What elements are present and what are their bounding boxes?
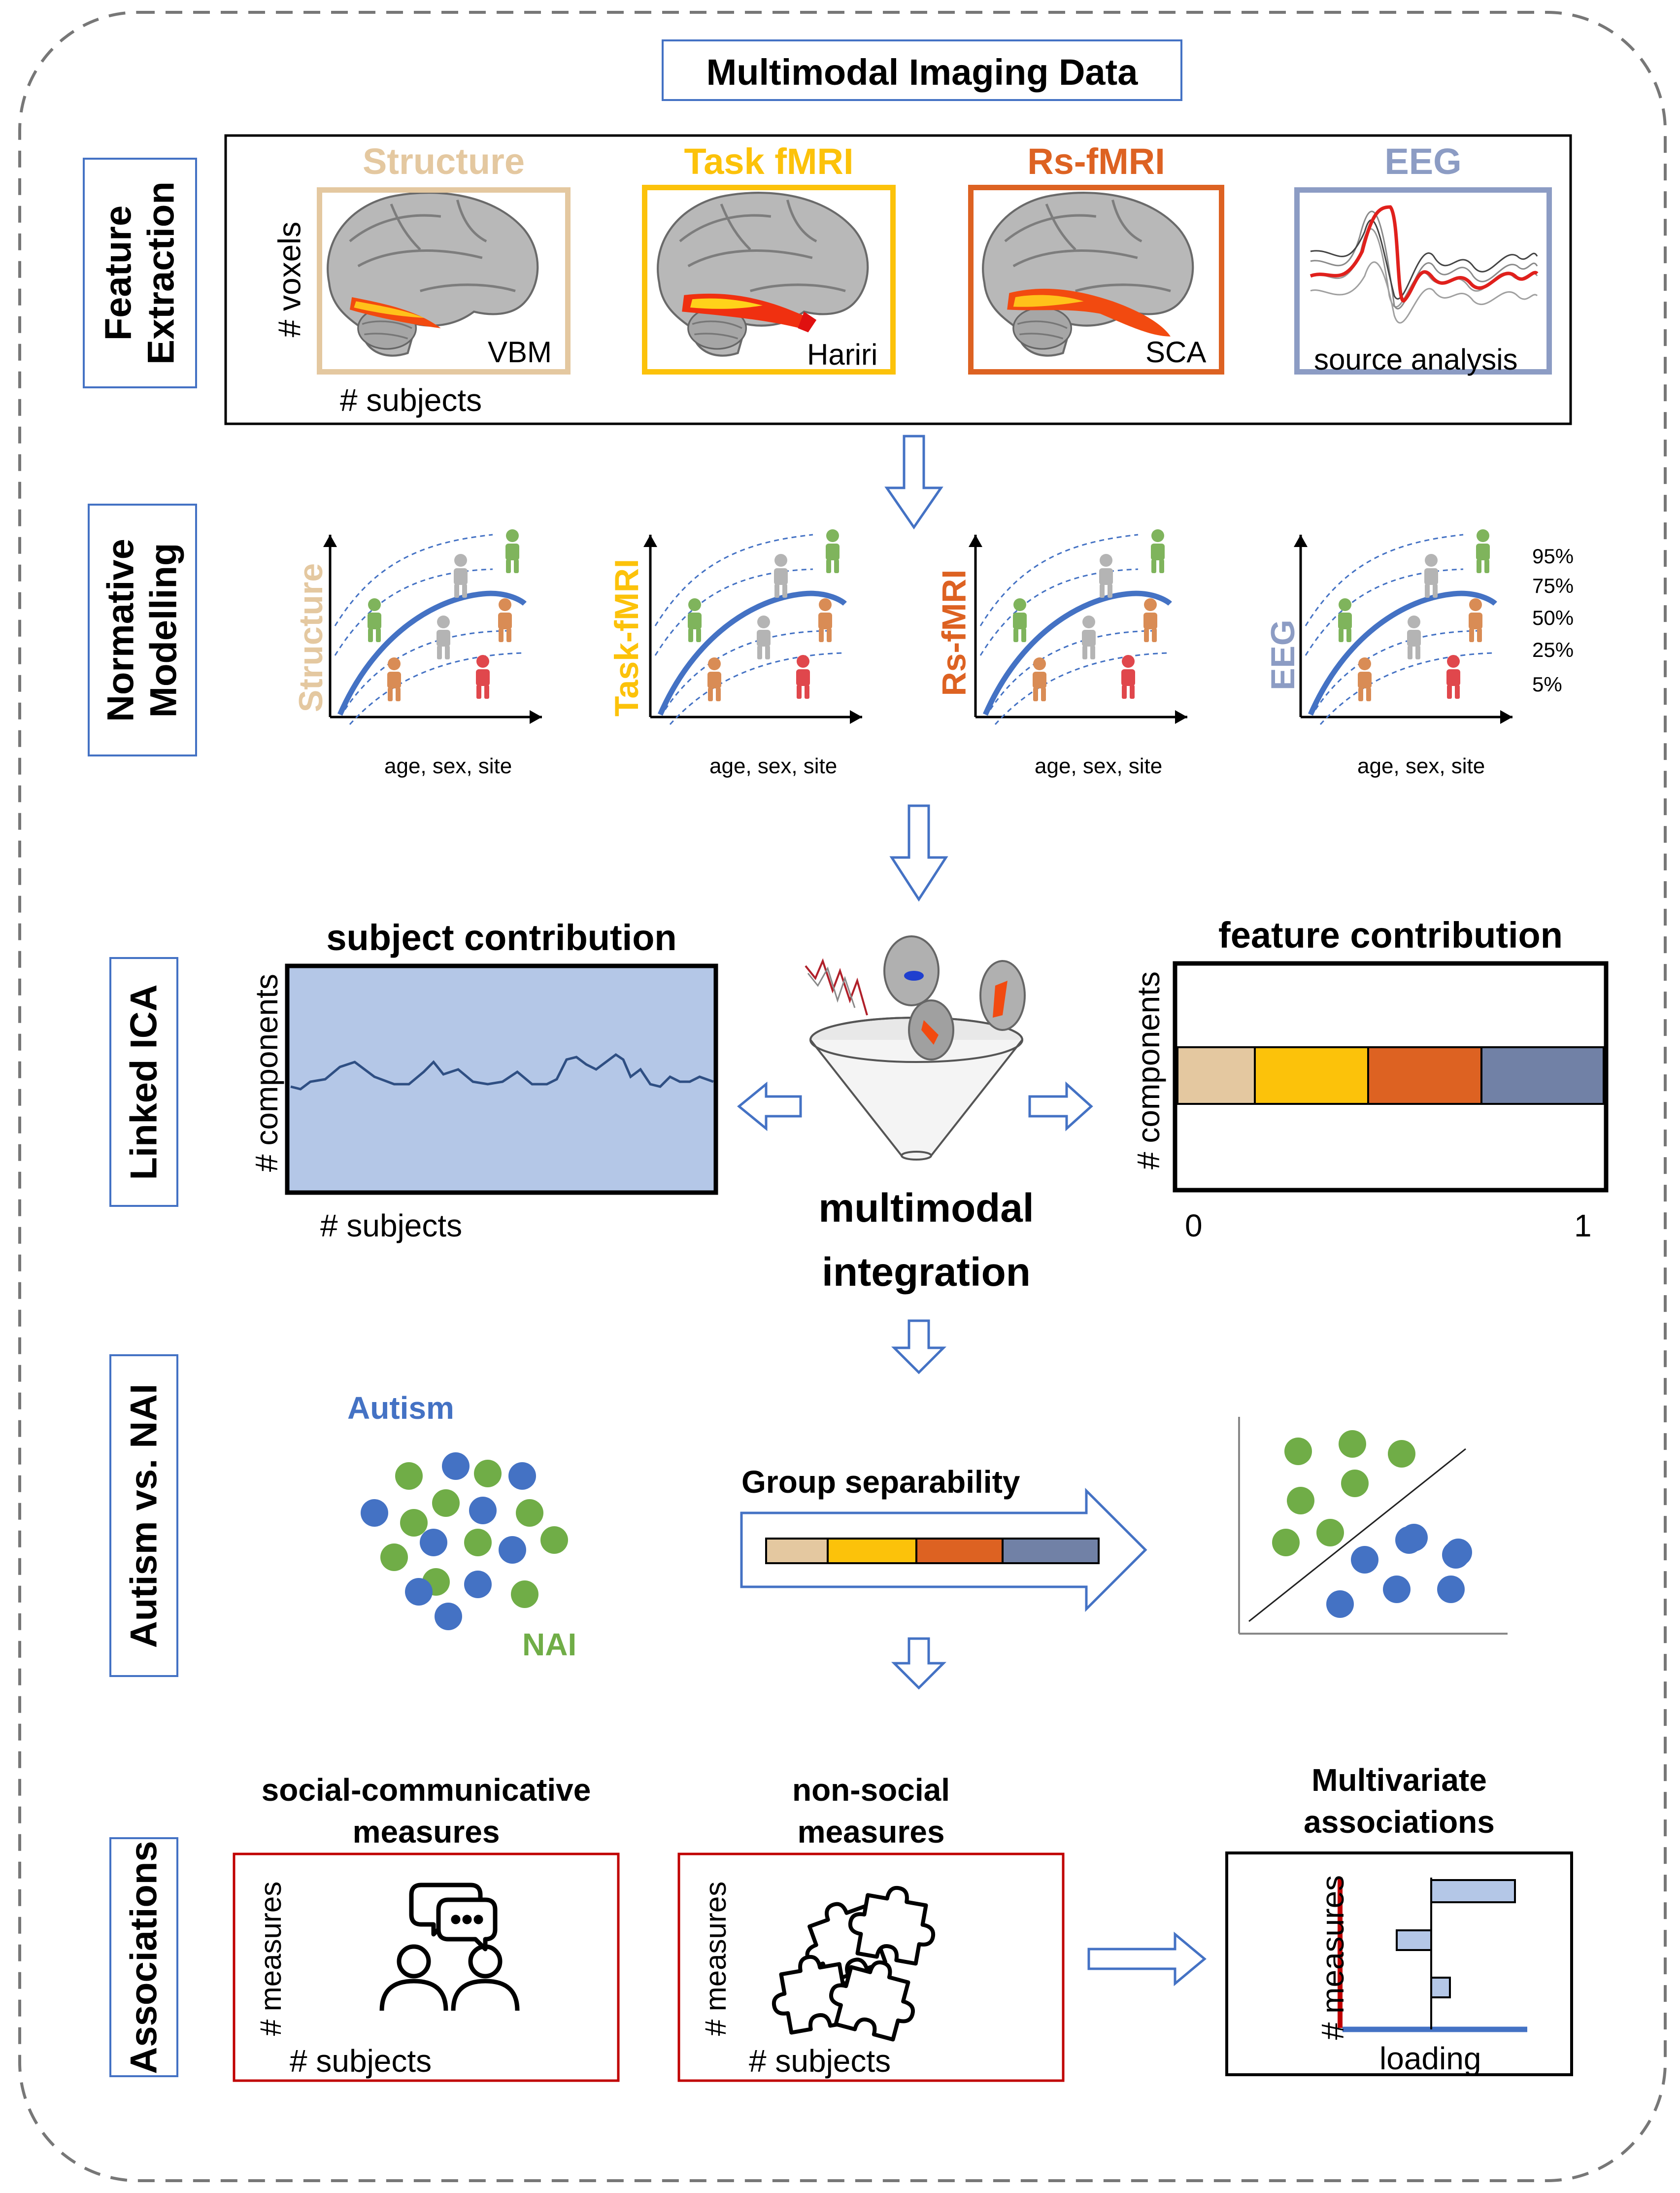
- arrow-down-1: [884, 435, 943, 530]
- group-scatter-mixed: [361, 1452, 568, 1630]
- step-autism-vs-nai: Autism vs. NAI: [109, 1354, 178, 1677]
- feature-y-axis-label: # voxels: [271, 221, 307, 338]
- brain-rest: [983, 193, 1193, 356]
- subject-contribution-ylabel: # components: [249, 973, 285, 1172]
- brain-task: [658, 193, 868, 356]
- step-autism-vs-nai-label: Autism vs. NAI: [123, 1383, 165, 1648]
- modality-title-eeg: EEG: [1384, 141, 1462, 182]
- step-linked-ica: Linked ICA: [109, 957, 178, 1207]
- social-title-2: measures: [352, 1814, 500, 1850]
- normative-xlabel-4: age, sex, site: [1357, 754, 1485, 778]
- modality-box-structure: [317, 187, 571, 375]
- eeg-waveforms: [1310, 205, 1539, 324]
- modality-box-task: [642, 185, 896, 375]
- step-linked-ica-label: Linked ICA: [123, 984, 165, 1180]
- normative-xlabel-3: age, sex, site: [1035, 754, 1163, 778]
- loading-label: loading: [1379, 2041, 1481, 2076]
- modality-title-task: Task fMRI: [684, 141, 854, 182]
- nonsocial-xlabel: # subjects: [749, 2043, 891, 2079]
- multimodal-label: multimodal: [818, 1186, 1034, 1231]
- page-title: Multimodal Imaging Data: [706, 52, 1138, 93]
- normative-curves: [323, 529, 1512, 725]
- normative-label-task: Task-fMRI: [607, 559, 645, 717]
- feature-contribution-bar: [1176, 1046, 1605, 1105]
- integration-funnel: [805, 935, 1026, 1161]
- multivariate-title-1: Multivariate: [1311, 1762, 1487, 1798]
- method-hariri: Hariri: [807, 338, 878, 371]
- arrow-right-associations: [1087, 1931, 1207, 1987]
- autism-label: Autism: [347, 1390, 454, 1426]
- arrow-down-4: [891, 1637, 947, 1690]
- arrow-right: [1028, 1081, 1093, 1131]
- percentile-95: 95%: [1532, 545, 1574, 568]
- percentile-50: 50%: [1532, 606, 1574, 629]
- title-box: Multimodal Imaging Data: [662, 39, 1182, 101]
- chat-people-icon: [379, 1883, 520, 2011]
- brain-structure: [328, 193, 538, 356]
- method-sca: SCA: [1145, 336, 1207, 369]
- separated-scatter: [1238, 1417, 1508, 1635]
- multivariate-title-2: associations: [1304, 1804, 1495, 1840]
- feature-panel-frame: [224, 134, 1572, 425]
- social-xlabel: # subjects: [290, 2043, 432, 2079]
- subject-contribution-plot: [285, 963, 718, 1195]
- normative-xlabel-2: age, sex, site: [709, 754, 838, 778]
- group-separability-label: Group separability: [741, 1464, 1020, 1500]
- percentile-25: 25%: [1532, 638, 1574, 661]
- feature-contribution-title: feature contribution: [1218, 915, 1563, 956]
- social-title-1: social-communicative: [261, 1772, 591, 1808]
- separability-bar: [765, 1538, 1100, 1564]
- modality-box-eeg: [1294, 187, 1552, 375]
- normative-label-rest: Rs-fMRI: [935, 569, 973, 696]
- subject-contribution-line: [290, 1053, 714, 1091]
- modality-title-structure: Structure: [363, 141, 525, 182]
- feature-x-tick-1: 1: [1574, 1208, 1592, 1243]
- step-normative-modelling: Normative Modelling: [88, 504, 197, 756]
- step-normative-modelling-label: Normative Modelling: [100, 538, 185, 722]
- normative-label-structure: Structure: [292, 563, 330, 713]
- multivariate-ylabel: # measures: [1315, 1875, 1351, 2040]
- step-feature-extraction-label: Feature Extraction: [97, 181, 182, 365]
- arrow-down-2: [889, 804, 948, 902]
- feature-x-axis-label: # subjects: [340, 382, 482, 418]
- puzzle-icon: [772, 1885, 936, 2042]
- method-vbm: VBM: [488, 336, 552, 369]
- nonsocial-title-1: non-social: [792, 1772, 950, 1808]
- modality-box-rest: [968, 185, 1224, 375]
- social-ylabel: # measures: [254, 1881, 288, 2036]
- integration-label: integration: [822, 1250, 1031, 1295]
- normative-label-eeg: EEG: [1264, 619, 1302, 690]
- loading-bars: [1338, 1878, 1527, 2032]
- outer-dashed-frame: [18, 11, 1667, 2182]
- method-source-analysis: source analysis: [1314, 343, 1518, 376]
- step-feature-extraction: Feature Extraction: [83, 158, 197, 388]
- percentile-75: 75%: [1532, 574, 1574, 597]
- subject-contribution-xlabel: # subjects: [320, 1208, 463, 1243]
- modality-title-rest: Rs-fMRI: [1027, 141, 1165, 182]
- step-associations-label: Associations: [123, 1840, 165, 2074]
- feature-x-tick-0: 0: [1185, 1208, 1203, 1243]
- arrow-left: [737, 1081, 802, 1131]
- arrow-down-3: [891, 1319, 947, 1374]
- subject-contribution-title: subject contribution: [326, 917, 677, 958]
- nai-label: NAI: [522, 1627, 577, 1662]
- feature-contribution-ylabel: # components: [1131, 971, 1167, 1170]
- percentile-5: 5%: [1532, 673, 1562, 696]
- step-associations: Associations: [109, 1837, 178, 2077]
- nonsocial-title-2: measures: [797, 1814, 945, 1850]
- nonsocial-ylabel: # measures: [699, 1881, 733, 2036]
- normative-xlabel-1: age, sex, site: [384, 754, 512, 778]
